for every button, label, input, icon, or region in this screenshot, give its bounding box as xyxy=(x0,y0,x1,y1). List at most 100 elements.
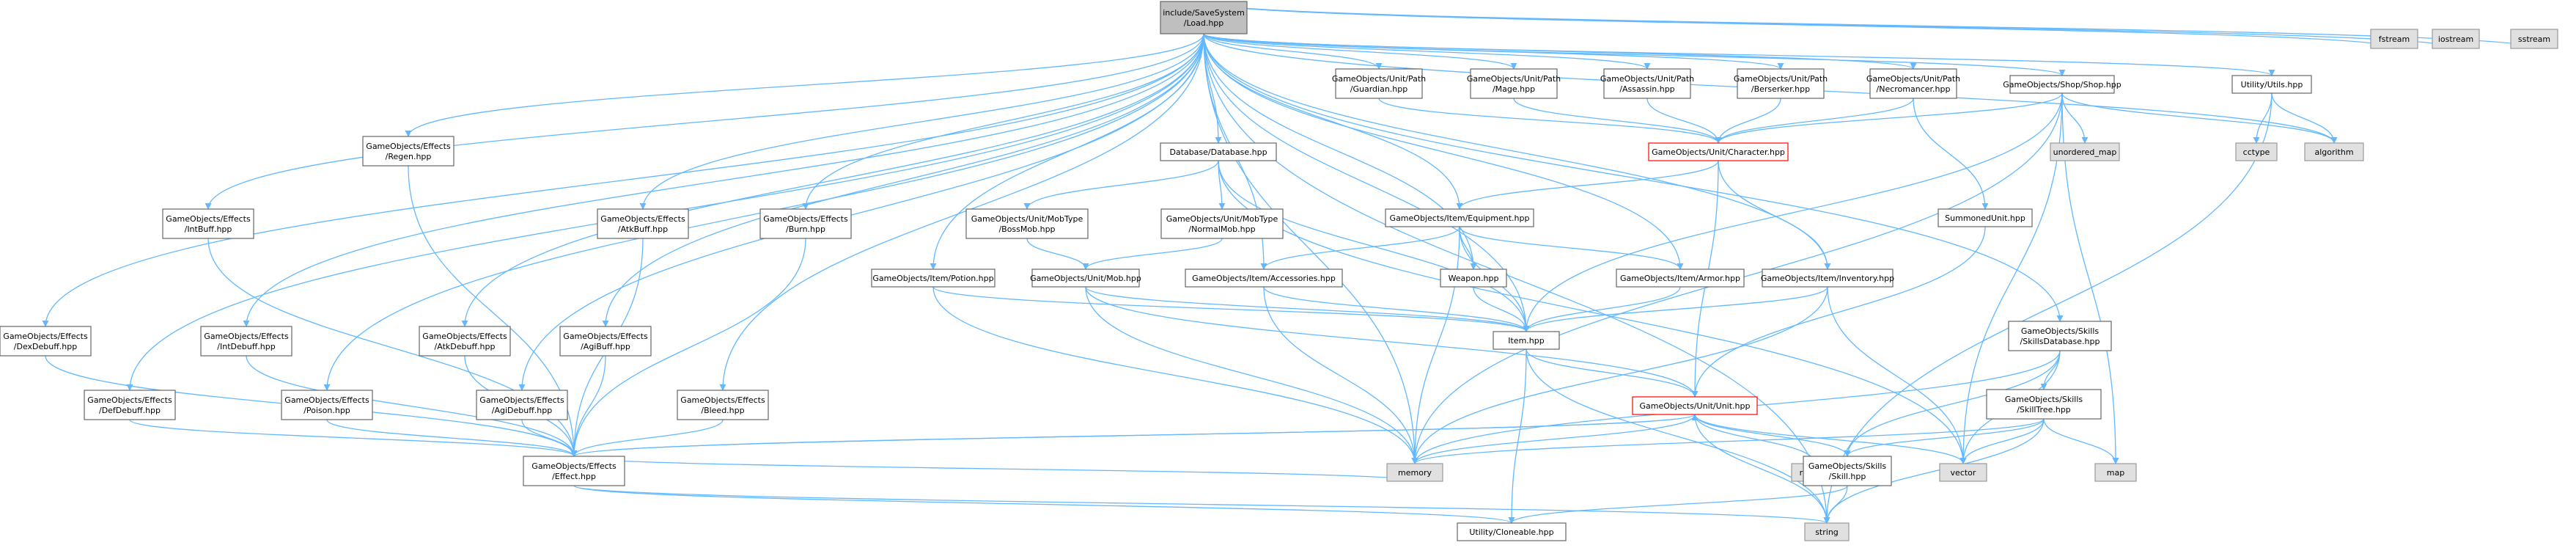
node-utils[interactable]: Utility/Utils.hpp xyxy=(2231,75,2312,94)
edge-potion-to-item xyxy=(932,286,1530,332)
node-box xyxy=(1493,331,1560,350)
edge-root-to-intbuff xyxy=(205,33,1204,210)
node-bossmob[interactable]: GameObjects/Unit/MobType/BossMob.hpp xyxy=(965,208,1089,239)
node-fstream[interactable]: fstream xyxy=(2370,29,2418,49)
edge-character-to-inventory xyxy=(1718,160,1831,270)
edge-root-to-atkdebuff xyxy=(461,33,1204,327)
node-sstream[interactable]: sstream xyxy=(2510,29,2558,49)
node-box xyxy=(2094,463,2137,482)
edge-root-to-bleed xyxy=(719,33,1204,391)
node-intdebuff[interactable]: GameObjects/Effects/IntDebuff.hpp xyxy=(200,326,292,357)
node-label: /BossMob.hpp xyxy=(998,224,1055,234)
node-label: /DexDebuff.hpp xyxy=(14,342,77,351)
node-cloneable[interactable]: Utility/Cloneable.hpp xyxy=(1457,522,1567,541)
node-vector[interactable]: vector xyxy=(1939,463,1987,482)
edge-root-to-atkbuff xyxy=(639,33,1204,210)
edge-skilltree-to-string xyxy=(1823,418,2045,524)
node-label: /AtkDebuff.hpp xyxy=(435,342,496,351)
edge-guardian-to-character xyxy=(1378,98,1722,144)
node-atkdebuff[interactable]: GameObjects/Effects/AtkDebuff.hpp xyxy=(419,326,511,357)
node-label: vector xyxy=(1951,468,1976,478)
edge-inventory-to-memory xyxy=(1411,286,1828,464)
node-label: GameObjects/Effects xyxy=(563,332,648,341)
node-map[interactable]: map xyxy=(2094,463,2137,482)
node-atkbuff[interactable]: GameObjects/Effects/AtkBuff.hpp xyxy=(597,208,689,239)
node-database[interactable]: Database/Database.hpp xyxy=(1160,142,1277,161)
node-box xyxy=(1986,389,2102,420)
node-root[interactable]: include/SaveSystem/Load.hpp xyxy=(1160,1,1248,34)
edge-shop-to-character xyxy=(1715,92,2063,144)
edge-accessories-to-memory xyxy=(1263,286,1418,464)
node-label: map xyxy=(2107,468,2124,478)
edge-root-to-burn xyxy=(802,33,1204,210)
edge-root-to-item xyxy=(1203,33,1530,332)
edge-equipment-to-accessories xyxy=(1260,226,1460,270)
edge-normalmob-to-mob xyxy=(1082,238,1223,270)
node-agibuff[interactable]: GameObjects/Effects/AgiBuff.hpp xyxy=(559,326,652,357)
edge-inventory-to-item xyxy=(1523,286,1828,332)
edge-shop-to-unordered_map xyxy=(2061,92,2089,144)
node-guardian[interactable]: GameObjects/Unit/Path/Guardian.hpp xyxy=(1332,68,1426,99)
edge-berserker-to-character xyxy=(1715,98,1781,144)
node-label: GameObjects/Effects xyxy=(87,395,172,405)
node-regen[interactable]: GameObjects/Effects/Regen.hpp xyxy=(362,136,455,167)
node-dexdebuff[interactable]: GameObjects/Effects/DexDebuff.hpp xyxy=(0,326,92,357)
node-label: include/SaveSystem xyxy=(1163,8,1245,18)
node-box xyxy=(1335,68,1423,99)
edge-character-to-equipment xyxy=(1456,160,1719,210)
node-weapon[interactable]: Weapon.hpp xyxy=(1440,268,1507,288)
node-label: /Load.hpp xyxy=(1184,18,1224,28)
edge-root-to-dexdebuff xyxy=(42,33,1204,327)
node-potion[interactable]: GameObjects/Item/Potion.hpp xyxy=(871,268,996,288)
edge-root-to-string xyxy=(1203,33,1830,524)
node-box xyxy=(1160,142,1277,161)
edge-armor-to-item xyxy=(1523,286,1681,332)
node-burn[interactable]: GameObjects/Effects/Burn.hpp xyxy=(759,208,852,239)
node-shop[interactable]: GameObjects/Shop/Shop.hpp xyxy=(2003,75,2121,94)
node-berserker[interactable]: GameObjects/Unit/Path/Berserker.hpp xyxy=(1734,68,1828,99)
node-unordered_map[interactable]: unordered_map xyxy=(2050,142,2120,161)
node-label: /IntBuff.hpp xyxy=(185,224,232,234)
node-label: memory xyxy=(1398,468,1432,478)
node-intbuff[interactable]: GameObjects/Effects/IntBuff.hpp xyxy=(162,208,254,239)
node-label: GameObjects/Effects xyxy=(763,214,848,224)
node-character[interactable]: GameObjects/Unit/Character.hpp xyxy=(1648,142,1789,161)
node-label: Database/Database.hpp xyxy=(1169,147,1267,157)
edge-unit-to-vector xyxy=(1694,414,1967,464)
node-mage[interactable]: GameObjects/Unit/Path/Mage.hpp xyxy=(1467,68,1561,99)
node-item[interactable]: Item.hpp xyxy=(1493,331,1560,350)
node-iostream[interactable]: iostream xyxy=(2432,29,2480,49)
edge-utils-to-algorithm xyxy=(2271,92,2338,144)
node-poison[interactable]: GameObjects/Effects/Poison.hpp xyxy=(281,390,373,420)
node-label: GameObjects/Unit/MobType xyxy=(1166,214,1278,224)
node-effect[interactable]: GameObjects/Effects/Effect.hpp xyxy=(523,456,625,486)
node-label: GameObjects/Skills xyxy=(1808,461,1887,471)
node-armor[interactable]: GameObjects/Item/Armor.hpp xyxy=(1616,268,1745,288)
node-mob[interactable]: GameObjects/Unit/Mob.hpp xyxy=(1030,268,1141,288)
edge-necromancer-to-summoned xyxy=(1913,98,1989,210)
node-bleed[interactable]: GameObjects/Effects/Bleed.hpp xyxy=(677,390,769,420)
node-skilltree[interactable]: GameObjects/Skills/SkillTree.hpp xyxy=(1986,389,2102,420)
node-memory[interactable]: memory xyxy=(1386,463,1443,482)
edge-skilltree-to-memory xyxy=(1411,418,2045,464)
node-accessories[interactable]: GameObjects/Item/Accessories.hpp xyxy=(1185,268,1343,288)
node-skill[interactable]: GameObjects/Skills/Skill.hpp xyxy=(1803,456,1892,486)
node-normalmob[interactable]: GameObjects/Unit/MobType/NormalMob.hpp xyxy=(1160,208,1284,239)
node-unit[interactable]: GameObjects/Unit/Unit.hpp xyxy=(1632,396,1758,415)
edge-root-to-potion xyxy=(930,33,1204,270)
node-necromancer[interactable]: GameObjects/Unit/Path/Necromancer.hpp xyxy=(1866,68,1960,99)
node-agidebuff[interactable]: GameObjects/Effects/AgiDebuff.hpp xyxy=(476,390,568,420)
node-defdebuff[interactable]: GameObjects/Effects/DefDebuff.hpp xyxy=(84,390,176,420)
node-string[interactable]: string xyxy=(1804,522,1850,541)
node-summoned[interactable]: SummonedUnit.hpp xyxy=(1937,208,2033,227)
node-assassin[interactable]: GameObjects/Unit/Path/Assassin.hpp xyxy=(1600,68,1694,99)
node-inventory[interactable]: GameObjects/Item/Inventory.hpp xyxy=(1761,268,1894,288)
node-label: Weapon.hpp xyxy=(1449,274,1499,283)
edge-item-to-unit xyxy=(1526,348,1699,398)
node-skillsdb[interactable]: GameObjects/Skills/SkillsDatabase.hpp xyxy=(2008,321,2112,351)
node-equipment[interactable]: GameObjects/Item/Equipment.hpp xyxy=(1385,208,1534,227)
node-cctype[interactable]: cctype xyxy=(2235,142,2278,161)
edge-unit-to-skill xyxy=(1694,414,1851,457)
node-algorithm[interactable]: algorithm xyxy=(2304,142,2364,161)
